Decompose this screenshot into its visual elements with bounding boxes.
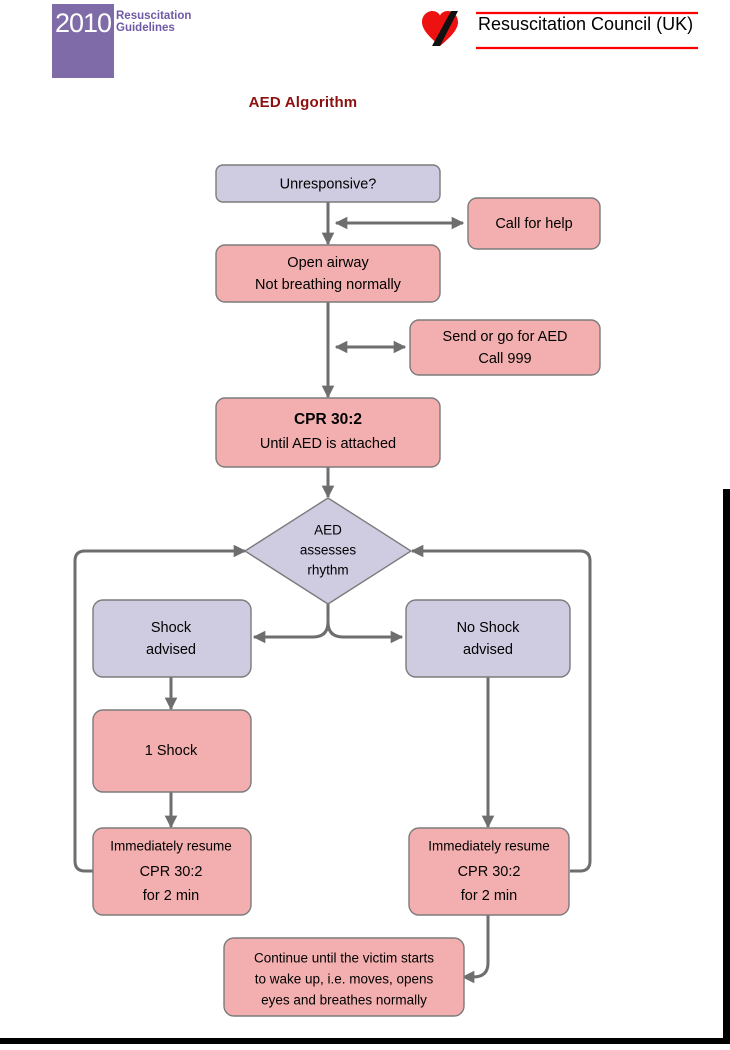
node-unresponsive-label: Unresponsive? — [280, 176, 377, 192]
logo-title-line2: Guidelines — [116, 21, 175, 34]
node-one-shock-label: 1 Shock — [145, 743, 198, 759]
node-send-for-aed-label-line2: Call 999 — [478, 351, 531, 367]
node-resume-cpr-left[interactable]: Immediately resume CPR 30:2 for 2 min — [92, 827, 252, 916]
node-continue-until-shape[interactable] — [223, 937, 465, 1017]
node-resume-cpr-right[interactable]: Immediately resume CPR 30:2 for 2 min — [408, 827, 570, 916]
node-call-for-help-label: Call for help — [495, 216, 572, 232]
node-cpr-shape[interactable] — [215, 397, 441, 468]
node-send-for-aed-shape[interactable] — [409, 319, 601, 376]
council-name-label: Resuscitation Council (UK) — [478, 14, 694, 34]
node-shock-advised-label-line1: Shock — [151, 620, 192, 636]
page-title-text: AED Algorithm — [248, 94, 358, 111]
connectors — [73, 202, 592, 984]
node-open-airway-label-line2: Not breathing normally — [255, 277, 402, 293]
node-call-for-help-shape[interactable] — [467, 197, 601, 250]
node-resume-cpr-right-label-line3: for 2 min — [461, 888, 517, 904]
node-resume-cpr-right-label-line2: CPR 30:2 — [458, 864, 521, 880]
node-resume-cpr-left-label-line2: CPR 30:2 — [140, 864, 203, 880]
guidelines-logo-block — [52, 4, 114, 78]
node-cpr[interactable]: CPR 30:2 Until AED is attached — [215, 397, 441, 468]
edge-resume-right-to-aed-assesses — [410, 544, 592, 873]
node-resume-cpr-left-shape[interactable] — [92, 827, 252, 916]
node-open-airway-label-line1: Open airway — [287, 255, 369, 271]
edge-aed-to-shock-advised — [252, 604, 330, 644]
node-open-airway[interactable]: Open airway Not breathing normally — [215, 244, 441, 303]
node-aed-assesses-label-line1: AED — [314, 523, 342, 538]
node-continue-until-label-line3: eyes and breathes normally — [261, 993, 427, 1008]
node-open-airway-shape[interactable] — [215, 244, 441, 303]
node-shock-advised[interactable]: Shock advised — [92, 599, 252, 678]
node-no-shock-advised-label-line2: advised — [463, 642, 513, 658]
heart-icon — [422, 11, 458, 46]
node-no-shock-advised[interactable]: No Shock advised — [405, 599, 571, 678]
node-resume-cpr-right-label-line1: Immediately resume — [428, 839, 550, 854]
node-continue-until-label-line2: to wake up, i.e. moves, opens — [255, 972, 434, 987]
node-continue-until[interactable]: Continue until the victim starts to wake… — [223, 937, 465, 1017]
edge-aed-to-no-shock-advised — [326, 604, 404, 644]
edge-resume-right-to-continue-until — [461, 915, 490, 984]
node-cpr-label-line2: Until AED is attached — [260, 436, 396, 452]
node-aed-assesses-label-line3: rhythm — [307, 563, 348, 578]
page-border-right — [723, 489, 730, 1044]
node-send-for-aed[interactable]: Send or go for AED Call 999 — [409, 319, 601, 376]
node-resume-cpr-left-label-line3: for 2 min — [143, 888, 199, 904]
node-no-shock-advised-label-line1: No Shock — [457, 620, 521, 636]
node-resume-cpr-right-shape[interactable] — [408, 827, 570, 916]
page-header: 2010 Resuscitation Guidelines Resuscitat… — [0, 0, 730, 95]
node-resume-cpr-left-label-line1: Immediately resume — [110, 839, 232, 854]
node-send-for-aed-label-line1: Send or go for AED — [443, 329, 568, 345]
node-aed-assesses-shape[interactable] — [243, 497, 413, 605]
logo-title-label: Resuscitation Guidelines — [116, 10, 192, 34]
node-shock-advised-label-line2: advised — [146, 642, 196, 658]
node-no-shock-advised-shape[interactable] — [405, 599, 571, 678]
node-unresponsive[interactable]: Unresponsive? — [215, 164, 441, 203]
node-one-shock-shape[interactable] — [92, 709, 252, 793]
page-border-bottom — [0, 1038, 730, 1044]
resuscitation-council-logo — [422, 11, 698, 50]
node-unresponsive-shape[interactable] — [215, 164, 441, 203]
node-aed-assesses-label-line2: assesses — [300, 543, 357, 558]
node-call-for-help[interactable]: Call for help — [467, 197, 601, 250]
logo-title-line1: Resuscitation — [116, 10, 192, 22]
page-title: AED Algorithm — [0, 94, 730, 111]
logo-year-label: 2010 — [55, 8, 112, 38]
node-continue-until-label-line1: Continue until the victim starts — [254, 951, 434, 966]
node-one-shock[interactable]: 1 Shock — [92, 709, 252, 793]
node-shock-advised-shape[interactable] — [92, 599, 252, 678]
node-cpr-label-line1: CPR 30:2 — [294, 411, 362, 428]
edge-resume-left-to-aed-assesses — [73, 544, 247, 873]
node-aed-assesses[interactable]: AED assesses rhythm — [243, 497, 413, 605]
